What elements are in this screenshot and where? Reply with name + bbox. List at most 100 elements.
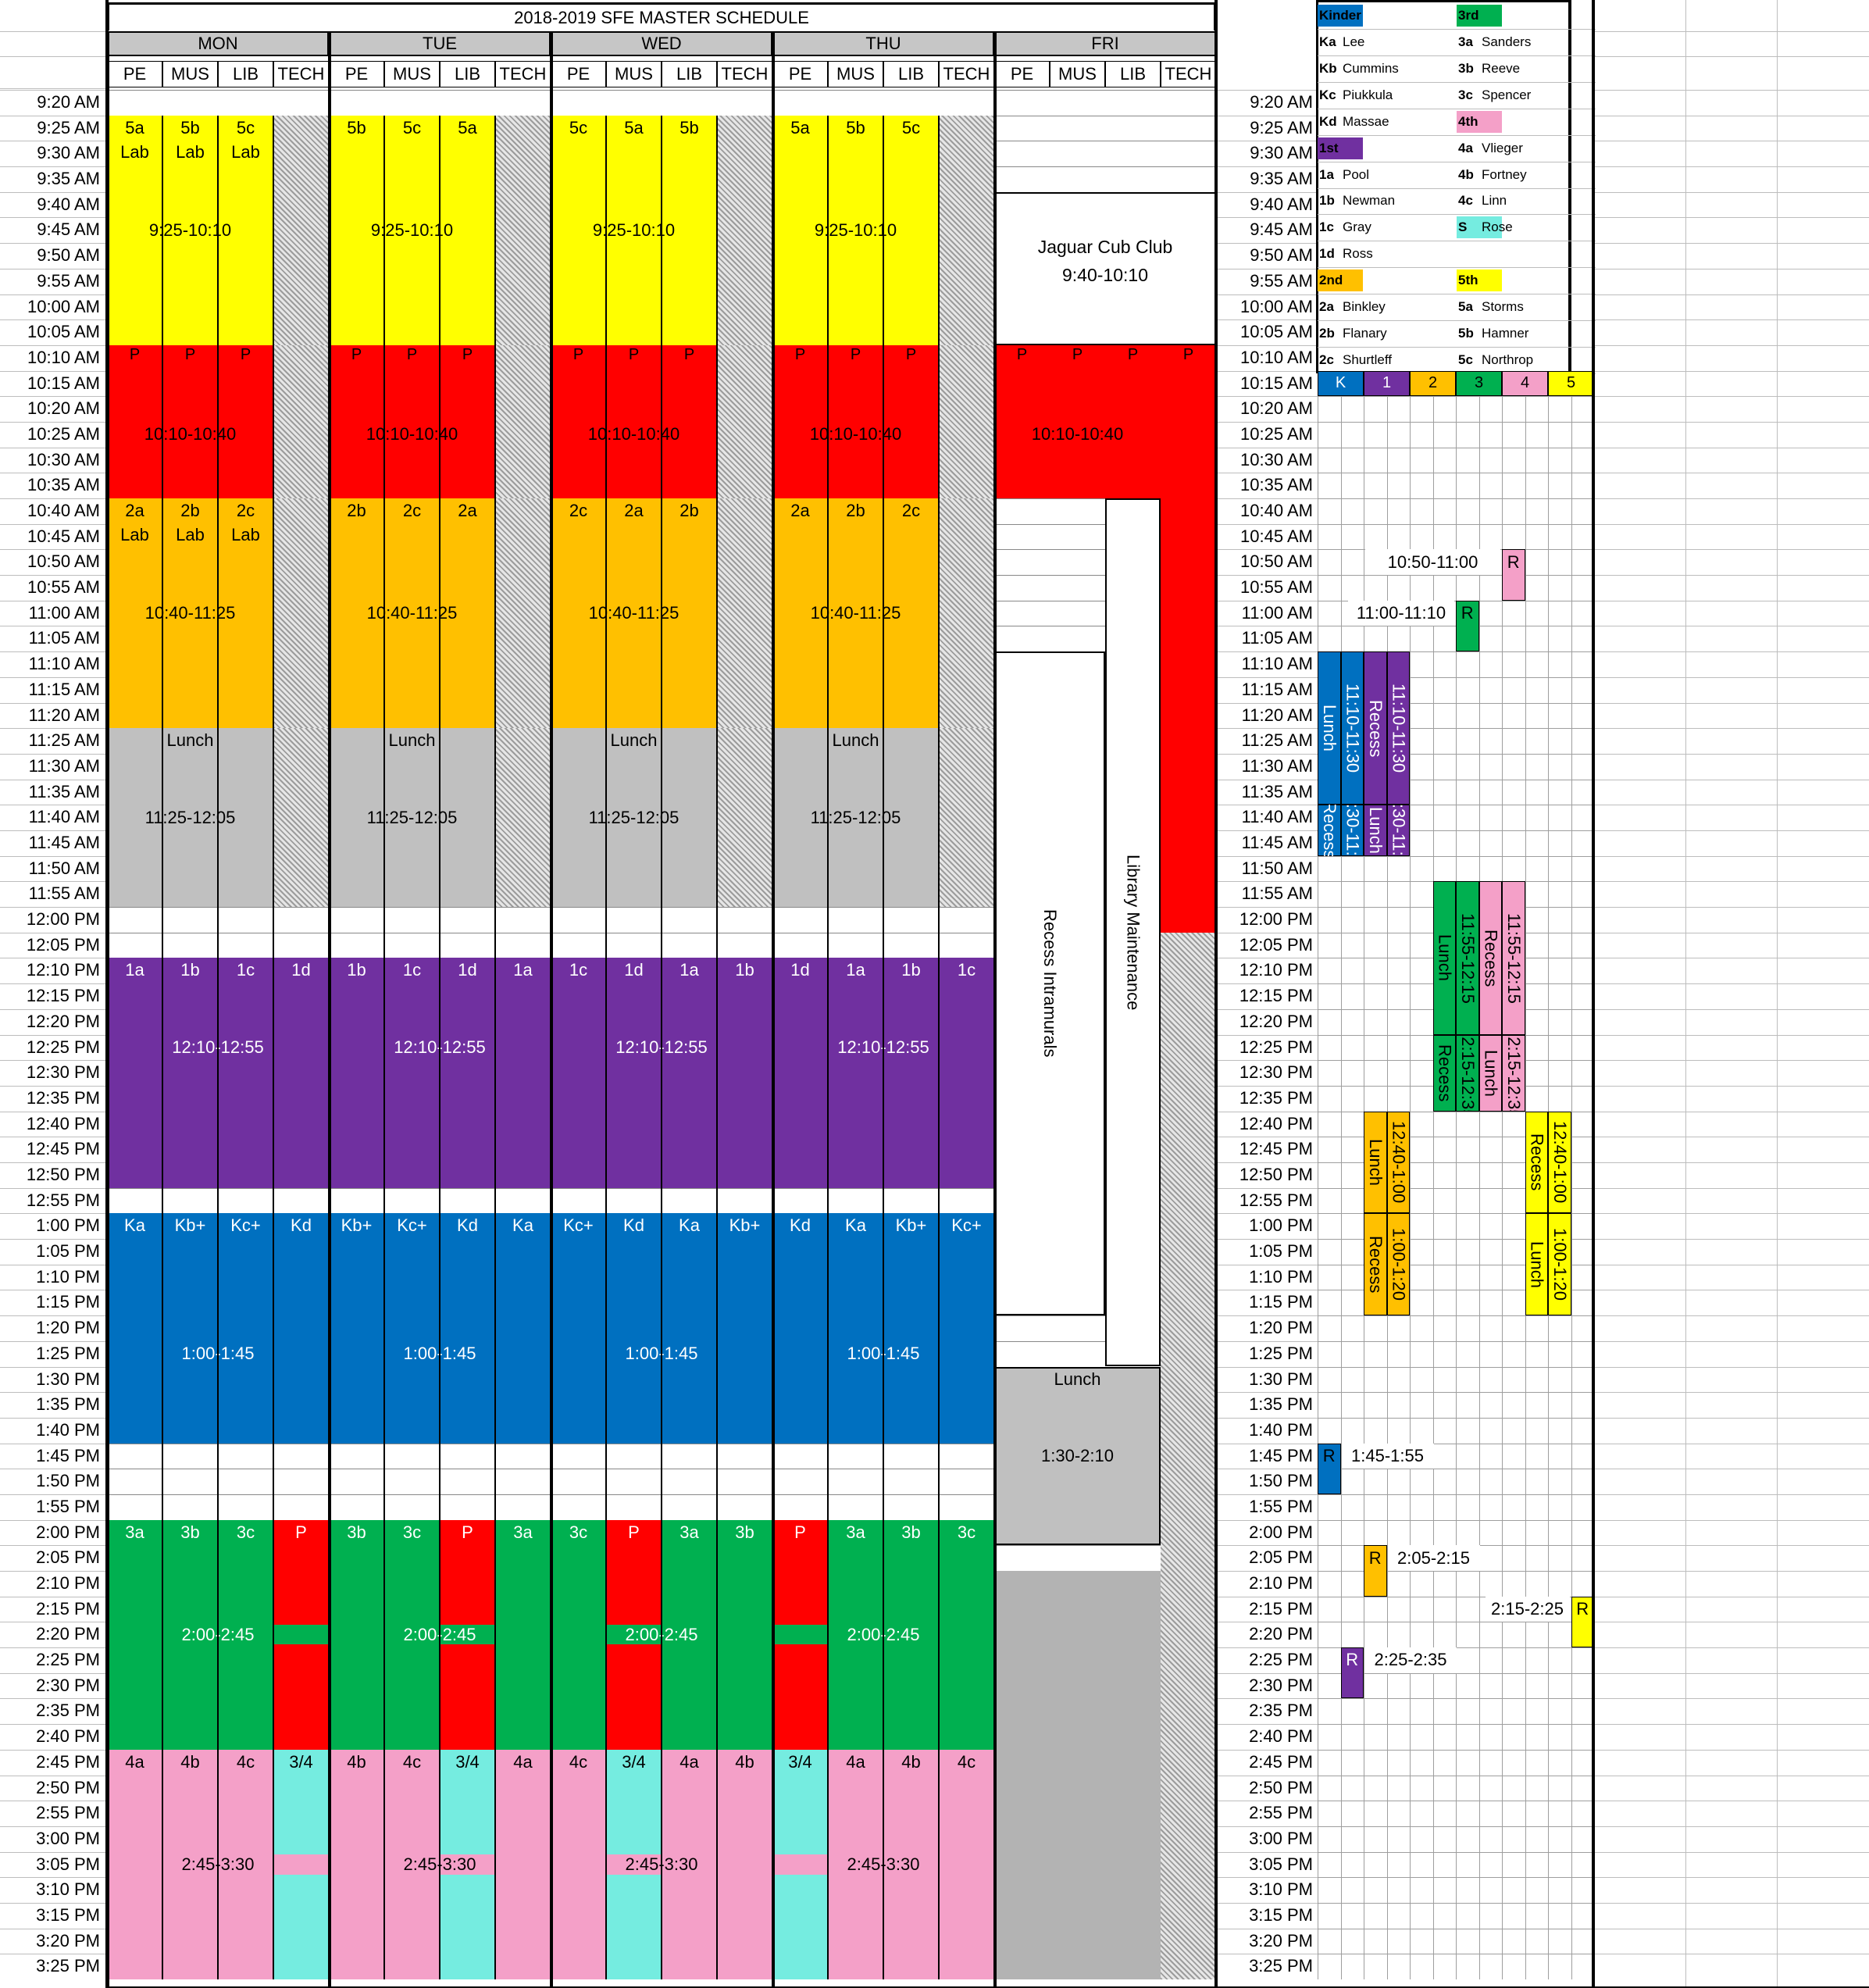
legend-code: 5th	[1458, 273, 1478, 288]
column-header-tech: TECH	[939, 61, 994, 87]
grade-header-label: 4	[1520, 374, 1530, 392]
lunch-block	[551, 728, 717, 908]
time-label: 1:50 PM	[36, 1471, 100, 1491]
planning-label: P	[129, 346, 141, 364]
side-time-label: 1:50 PM	[1249, 1471, 1313, 1491]
column-divider	[217, 115, 219, 1980]
gridline	[0, 191, 107, 193]
gridline	[1216, 1545, 1318, 1547]
class-cell: 3b	[180, 1522, 200, 1542]
gridline	[1216, 1340, 1318, 1342]
g1-recess-label-text: Recess	[1365, 699, 1386, 757]
lunch-block	[772, 728, 939, 908]
legend-name: Binkley	[1343, 299, 1386, 315]
time-label: 12:55 PM	[26, 1190, 100, 1210]
gridline	[0, 1085, 107, 1087]
column-divider	[716, 115, 718, 1980]
gridline	[1318, 498, 1593, 500]
time-label: 12:20 PM	[26, 1011, 100, 1031]
gridline	[1457, 214, 1596, 216]
time-label: 2:20 PM	[36, 1624, 100, 1644]
side-time-label: 10:35 AM	[1240, 475, 1313, 495]
time-label: 9:20 AM	[37, 92, 100, 112]
time-label: 11:55 AM	[28, 883, 100, 904]
tech-unavailable	[273, 115, 329, 345]
time-label: 10:50 AM	[27, 551, 100, 572]
side-time-label: 2:45 PM	[1249, 1751, 1313, 1772]
day-border	[328, 31, 331, 1988]
legend-name: Rose	[1482, 220, 1513, 235]
time-label: 1:25 PM	[36, 1343, 100, 1363]
gridline	[0, 1902, 107, 1904]
gridline	[0, 1494, 107, 1495]
gridline	[1216, 830, 1318, 831]
block-time: 11:25-12:05	[588, 807, 679, 827]
column-header-mus: MUS	[384, 61, 440, 87]
class-cell: 4a	[513, 1751, 533, 1772]
time-label: 9:25 AM	[37, 117, 100, 137]
gridline	[1593, 1724, 1869, 1726]
r-first	[1340, 1647, 1364, 1699]
gridline	[1318, 523, 1593, 525]
legend-code: 1b	[1319, 193, 1335, 209]
r-kinder	[1318, 1443, 1341, 1494]
side-time-label: 1:00 PM	[1249, 1215, 1313, 1236]
gridline	[0, 56, 107, 57]
planning-label: P	[351, 346, 362, 364]
g3-lunch-label: Lunch	[1433, 881, 1457, 1034]
side-time-label: 12:25 PM	[1239, 1037, 1313, 1057]
lab-label: Lab	[231, 525, 260, 545]
legend-code: 1d	[1319, 246, 1335, 262]
time-label: 2:40 PM	[36, 1726, 100, 1747]
legend-code: 3a	[1458, 34, 1473, 49]
gridline	[1593, 1315, 1869, 1317]
gridline	[0, 166, 107, 168]
gridline	[1318, 1366, 1593, 1368]
gridline	[1216, 1417, 1318, 1419]
tech-unavailable	[939, 344, 994, 499]
gridline	[1318, 81, 1457, 83]
tech-unavailable	[717, 115, 772, 345]
gridline	[1593, 1060, 1869, 1062]
gridline	[1593, 1340, 1869, 1342]
side-time-label: 10:40 AM	[1240, 501, 1313, 521]
time-label: 10:05 AM	[27, 322, 100, 342]
gridline	[1318, 28, 1457, 30]
k-recess-label-text: Recess	[1319, 805, 1339, 856]
gridline	[1593, 830, 1869, 831]
gridline	[1318, 1187, 1593, 1189]
side-time-label: 2:20 PM	[1249, 1624, 1313, 1644]
r-fourth-time: 10:50-11:00	[1365, 549, 1500, 576]
gridline	[1216, 396, 1318, 398]
library-maintenance-label-text: Library Maintenance	[1123, 855, 1143, 1011]
side-time-label: 10:55 AM	[1240, 577, 1313, 598]
gridline	[0, 549, 107, 551]
class-cell: 5c	[402, 117, 422, 137]
gridline	[0, 983, 107, 985]
lunch-label: Lunch	[1054, 1369, 1101, 1389]
gridline	[0, 1571, 107, 1572]
time-label: 2:30 PM	[36, 1675, 100, 1695]
day-header-fri: FRI	[994, 31, 1216, 56]
second-grade-block	[329, 498, 495, 729]
side-time-label: 12:35 PM	[1239, 1087, 1313, 1108]
time-label: 2:05 PM	[36, 1547, 100, 1568]
class-cell: 5a	[790, 117, 810, 137]
gridline	[1216, 1724, 1318, 1726]
g4-recess-time	[1502, 881, 1525, 1035]
class-cell: 3c	[402, 1522, 422, 1542]
legend-name: Lee	[1343, 34, 1365, 49]
class-cell: Ka	[845, 1215, 866, 1236]
planning-label: P	[462, 346, 473, 364]
side-time-label: 1:40 PM	[1249, 1419, 1313, 1440]
class-cell: Kd	[790, 1215, 811, 1236]
gridline	[1593, 90, 1869, 91]
class-cell: 4b	[901, 1751, 921, 1772]
gridline	[0, 88, 107, 89]
side-time-label: 12:00 PM	[1239, 909, 1313, 930]
second-grade-block	[551, 498, 717, 729]
time-label: 9:50 AM	[37, 245, 100, 266]
time-label: 3:25 PM	[36, 1956, 100, 1976]
class-cell: 2b	[846, 501, 865, 521]
